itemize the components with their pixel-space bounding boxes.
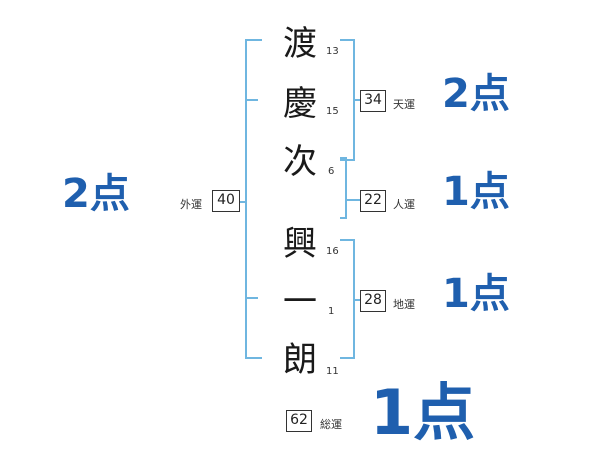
tenkaku-label: 天運 (393, 98, 415, 111)
character-5: 一 (283, 282, 317, 322)
gaikaku-value-box: 40 (212, 190, 240, 212)
character-4: 興 (283, 224, 317, 264)
character-5-strokes: 1 (328, 306, 335, 317)
gaikaku-score: 2点 (62, 171, 130, 217)
character-6: 朗 (283, 340, 317, 380)
chikaku-bracket (340, 239, 355, 359)
tenkaku-value-box: 34 (360, 90, 386, 112)
character-3-strokes: 6 (328, 166, 335, 177)
jinkaku-score: 1点 (442, 169, 510, 215)
chikaku-value-box: 28 (360, 290, 386, 312)
soukaku-score: 1点 (370, 376, 476, 449)
tenkaku-bracket (340, 39, 355, 161)
jinkaku-label: 人運 (393, 198, 415, 211)
character-2: 慶 (283, 84, 317, 124)
character-2-strokes: 15 (326, 106, 339, 117)
character-1: 渡 (283, 24, 317, 64)
character-6-strokes: 11 (326, 366, 339, 377)
tenkaku-score: 2点 (442, 71, 510, 117)
chikaku-score: 1点 (442, 271, 510, 317)
jinkaku-value-box: 22 (360, 190, 386, 212)
soukaku-value-box: 62 (286, 410, 312, 432)
character-1-strokes: 13 (326, 46, 339, 57)
outer-bracket (245, 39, 262, 359)
chikaku-label: 地運 (393, 298, 415, 311)
jinkaku-bracket (340, 157, 347, 219)
gaikaku-label: 外運 (180, 198, 202, 211)
character-4-strokes: 16 (326, 246, 339, 257)
soukaku-label: 総運 (320, 418, 342, 431)
character-3: 次 (283, 142, 317, 182)
